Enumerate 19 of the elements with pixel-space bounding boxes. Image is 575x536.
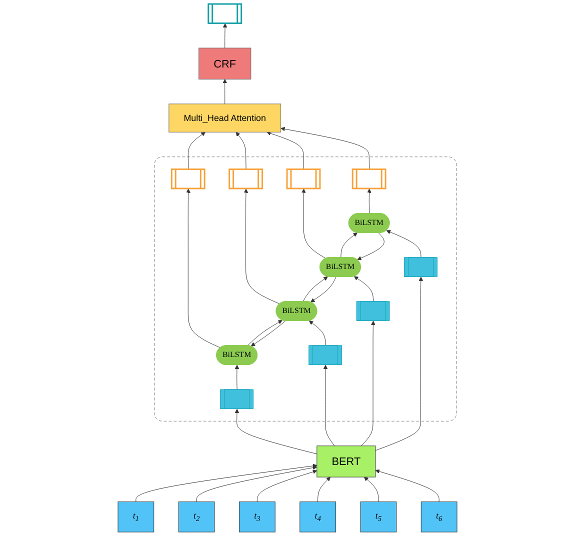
node-bar — [170, 168, 206, 190]
node-box: CRF — [198, 48, 252, 80]
node-bar — [404, 257, 438, 277]
node-bar — [220, 389, 254, 410]
node-bar — [286, 168, 321, 190]
node-box: t$_{1}$ — [118, 502, 154, 532]
node-box: t$_{2}$ — [178, 502, 215, 532]
node-bar — [356, 301, 390, 321]
node-bar — [308, 345, 342, 365]
cluster — [154, 156, 457, 422]
node-box: t$_{6}$ — [420, 502, 458, 532]
node-box: t$_{4}$ — [300, 502, 336, 532]
node-box: BERT — [316, 446, 376, 478]
node-bar — [228, 168, 264, 190]
node-box: Multi_Head Attention — [168, 104, 282, 132]
node-box: t$_{5}$ — [360, 502, 397, 532]
node-bar — [208, 3, 242, 24]
node-box: t$_{3}$ — [239, 502, 276, 532]
node-bar — [352, 168, 386, 190]
